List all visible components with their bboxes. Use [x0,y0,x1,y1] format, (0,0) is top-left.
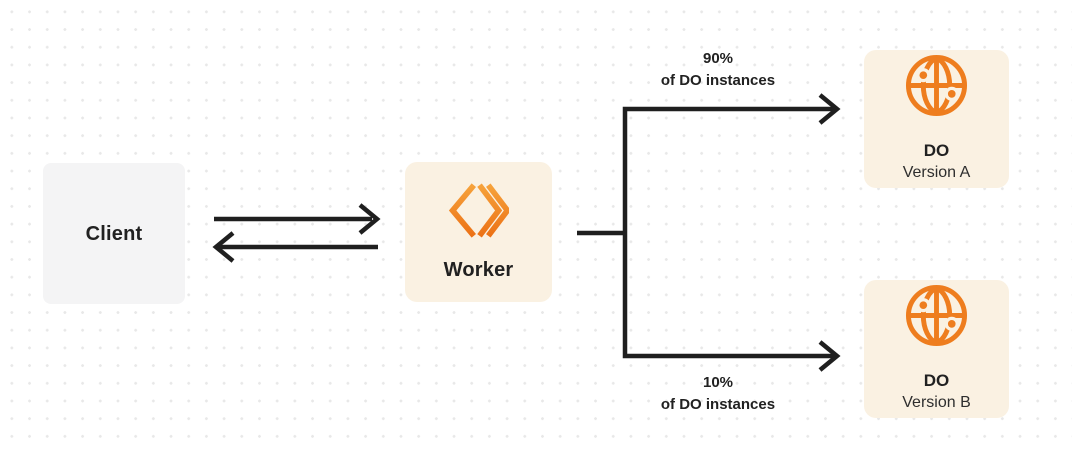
do-version-a-node: DO Version A [864,50,1009,188]
do-b-subtitle: Version B [902,394,971,411]
do-a-subtitle: Version A [902,164,971,181]
split-top-caption: of DO instances [660,72,776,89]
do-a-title: DO [923,141,950,160]
arrowhead-bottom-icon [818,340,841,372]
split-label-10: 10% of DO instances [623,372,813,416]
worker-node: Worker [405,162,552,302]
arrowhead-left-icon [212,231,235,263]
arrowhead-top-icon [818,93,841,125]
split-label-90: 90% of DO instances [623,48,813,92]
client-node: Client [43,163,185,304]
worker-label: Worker [443,259,514,281]
durable-object-globe-icon [905,54,968,117]
do-b-title: DO [923,371,950,390]
client-label: Client [85,222,143,245]
split-bottom-percent: 10% [702,374,734,391]
split-bottom-caption: of DO instances [660,396,776,413]
split-top-percent: 90% [702,50,734,67]
do-version-b-node: DO Version B [864,280,1009,418]
arrowhead-right-icon [358,203,381,235]
durable-object-globe-icon [905,284,968,347]
workers-logo-icon [448,183,509,238]
branch-line [622,106,834,359]
